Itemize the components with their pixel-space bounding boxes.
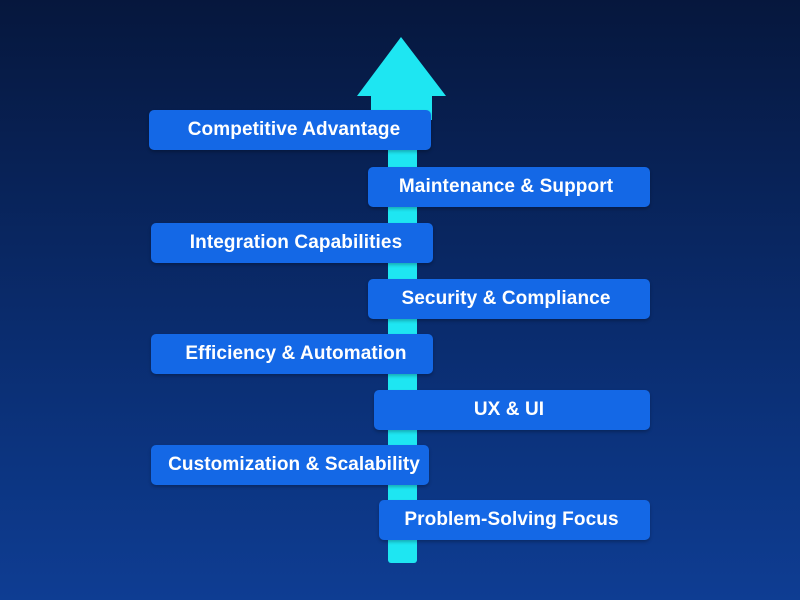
step-label: Customization & Scalability: [168, 454, 420, 475]
step-sign-maintenance-support: Maintenance & Support: [368, 167, 650, 207]
step-label: Competitive Advantage: [187, 119, 401, 140]
step-sign-integration-capabilities: Integration Capabilities: [151, 223, 433, 263]
step-sign-security-compliance: Security & Compliance: [368, 279, 650, 319]
step-sign-ux-ui: UX & UI: [374, 390, 650, 430]
step-sign-customization-scalability: Customization & Scalability: [151, 445, 429, 485]
step-label: Integration Capabilities: [189, 232, 403, 253]
step-sign-problem-solving-focus: Problem-Solving Focus: [379, 500, 650, 540]
step-label: Efficiency & Automation: [185, 343, 407, 364]
step-label: Security & Compliance: [401, 288, 611, 309]
step-sign-competitive-advantage: Competitive Advantage: [149, 110, 431, 150]
arrow-head: [357, 37, 446, 120]
step-sign-efficiency-automation: Efficiency & Automation: [151, 334, 433, 374]
step-label: Problem-Solving Focus: [404, 509, 619, 530]
step-label: Maintenance & Support: [398, 176, 614, 197]
step-label: UX & UI: [473, 399, 545, 420]
